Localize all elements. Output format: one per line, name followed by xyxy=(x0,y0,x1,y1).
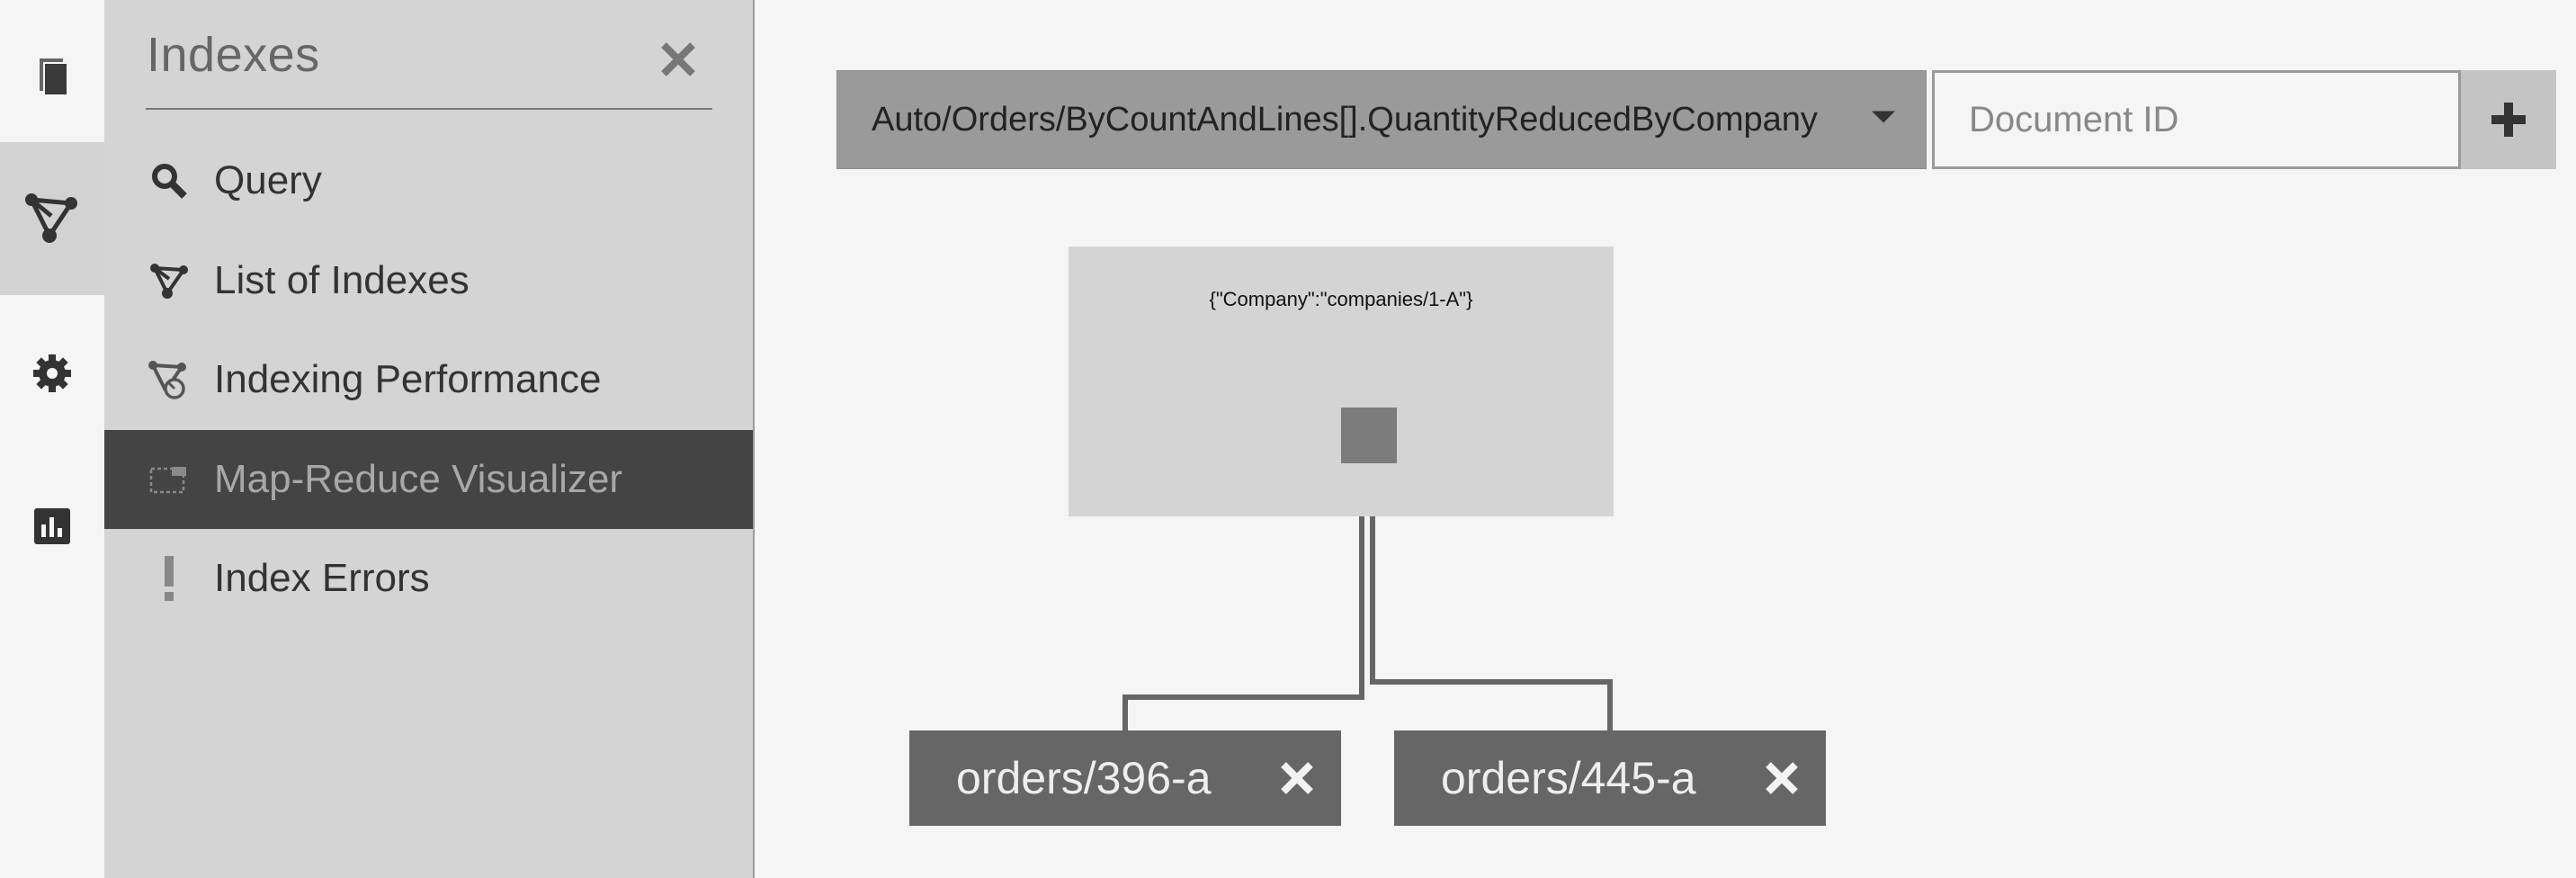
rail-stats[interactable] xyxy=(0,450,104,603)
remove-document-button[interactable] xyxy=(1761,757,1802,799)
menu-item-label: List of Indexes xyxy=(214,258,470,302)
panel-title: Indexes xyxy=(147,28,320,82)
menu-item-label: Index Errors xyxy=(214,556,430,600)
document-id-label: orders/396-a xyxy=(956,753,1212,803)
menu-item-map-reduce-visualizer[interactable]: Map-Reduce Visualizer xyxy=(104,430,753,529)
caret-down-icon xyxy=(1872,111,1895,129)
close-icon xyxy=(1766,762,1798,794)
menu-item-query[interactable]: Query xyxy=(104,131,753,230)
add-document-button[interactable] xyxy=(2461,70,2556,169)
reduce-key-label: {"Company":"companies/1-A"} xyxy=(1209,288,1473,310)
rail-documents[interactable] xyxy=(0,0,104,153)
reduce-node[interactable] xyxy=(1341,408,1397,463)
documents-icon xyxy=(40,58,67,94)
index-select-dropdown[interactable]: Auto/Orders/ByCountAndLines[].QuantityRe… xyxy=(836,70,1927,169)
plus-icon xyxy=(2491,103,2526,137)
exclamation-icon xyxy=(148,556,191,601)
document-box[interactable]: orders/445-a xyxy=(1394,730,1826,826)
search-icon xyxy=(148,159,191,202)
index-graph-icon xyxy=(148,259,191,302)
stats-chart-icon xyxy=(34,508,70,544)
rail-indexes[interactable] xyxy=(0,142,104,295)
menu-item-index-errors[interactable]: Index Errors xyxy=(104,529,753,628)
menu-item-list-of-indexes[interactable]: List of Indexes xyxy=(104,231,753,330)
settings-gear-icon xyxy=(33,354,71,392)
menu-item-label: Map-Reduce Visualizer xyxy=(214,457,623,501)
panel-divider xyxy=(146,108,712,110)
menu-item-indexing-performance[interactable]: Indexing Performance xyxy=(104,330,753,429)
document-id-input[interactable] xyxy=(1932,70,2461,169)
menu-item-label: Indexing Performance xyxy=(214,357,602,401)
map-reduce-icon xyxy=(148,458,191,501)
document-id-label: orders/445-a xyxy=(1441,753,1696,803)
close-icon xyxy=(1281,762,1313,794)
index-select-label: Auto/Orders/ByCountAndLines[].QuantityRe… xyxy=(872,100,1818,139)
remove-document-button[interactable] xyxy=(1276,757,1318,799)
menu-item-label: Query xyxy=(214,158,322,202)
indexes-panel: Indexes Query xyxy=(104,0,755,878)
indexes-icon xyxy=(25,193,77,243)
close-icon xyxy=(661,42,695,76)
panel-close-button[interactable] xyxy=(653,34,703,85)
rail-settings[interactable] xyxy=(0,297,104,450)
reduce-result-box: {"Company":"companies/1-A"} xyxy=(1069,246,1614,516)
document-box[interactable]: orders/396-a xyxy=(909,730,1341,826)
indexing-performance-icon xyxy=(148,358,191,401)
icon-rail xyxy=(0,0,104,878)
